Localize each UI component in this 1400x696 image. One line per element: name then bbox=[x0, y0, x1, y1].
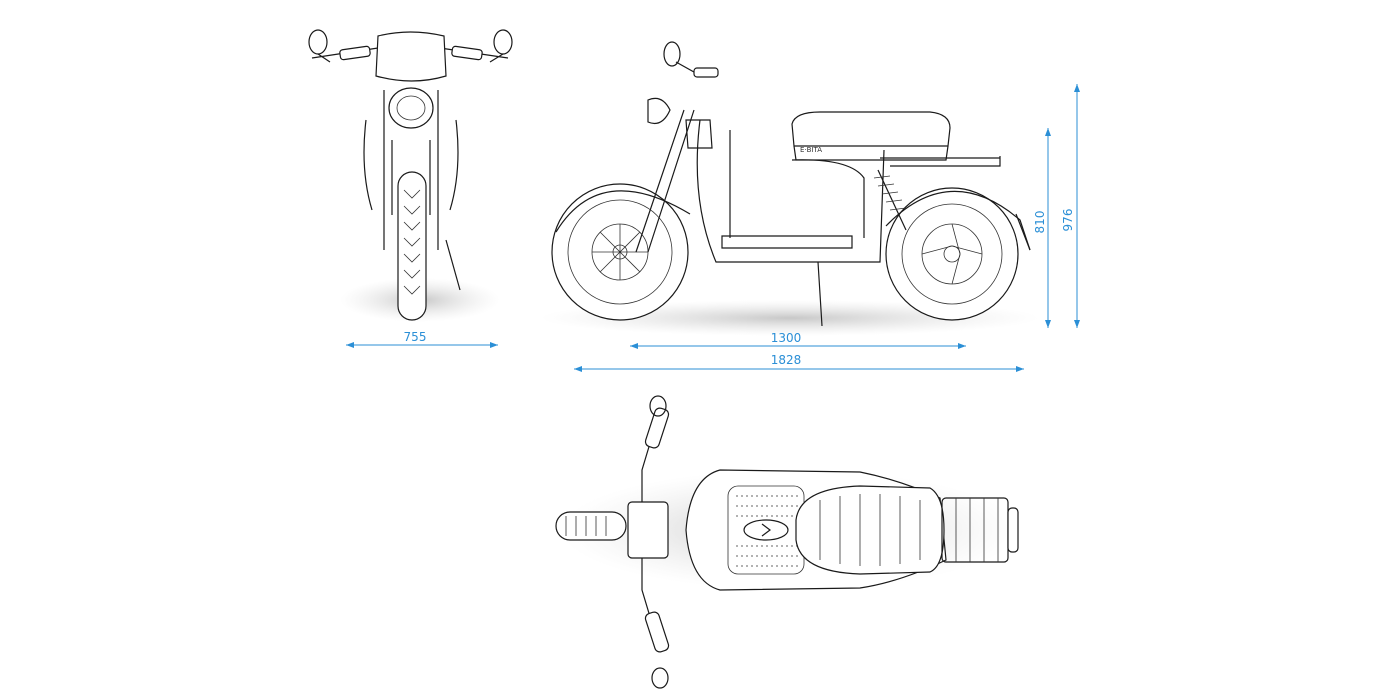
svg-text:E·BITA: E·BITA bbox=[800, 146, 822, 154]
dimension-seat-height: 810 bbox=[1033, 128, 1051, 328]
top-right-mirror-icon bbox=[651, 667, 669, 689]
dimension-front-width: 755 bbox=[346, 330, 498, 348]
dim-755-label: 755 bbox=[404, 330, 427, 344]
seat bbox=[791, 111, 951, 147]
dim-1300-label: 1300 bbox=[771, 331, 802, 345]
dimension-overall-height: 976 bbox=[1061, 84, 1080, 328]
top-front-tire bbox=[555, 511, 627, 541]
left-mirror-icon bbox=[308, 29, 328, 55]
side-mirror-icon bbox=[663, 41, 681, 67]
top-left-mirror-icon bbox=[649, 395, 667, 417]
front-dash bbox=[375, 31, 447, 82]
dim-810-label: 810 bbox=[1033, 211, 1047, 234]
dimension-wheelbase: 1300 bbox=[630, 331, 966, 349]
headlight-icon bbox=[388, 87, 434, 129]
dimension-overall-length: 1828 bbox=[574, 353, 1024, 372]
dim-1828-label: 1828 bbox=[771, 353, 802, 367]
rear-wheel bbox=[885, 187, 1019, 321]
right-mirror-icon bbox=[493, 29, 513, 55]
floor-dots bbox=[736, 495, 798, 567]
top-view bbox=[555, 395, 1020, 689]
front-view bbox=[308, 29, 513, 322]
logo-badge-icon bbox=[743, 519, 789, 541]
top-seat bbox=[795, 485, 945, 575]
side-view: E·BITA bbox=[540, 41, 1040, 336]
side-headlight-icon bbox=[647, 97, 671, 125]
dim-976-label: 976 bbox=[1061, 209, 1075, 232]
top-dash bbox=[627, 501, 669, 559]
